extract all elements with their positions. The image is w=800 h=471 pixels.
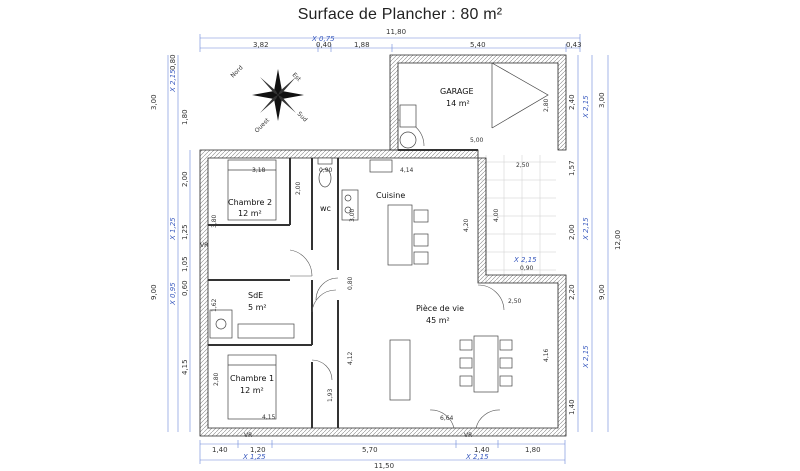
dim-right-g: 2,20 (568, 284, 576, 300)
vr-tag-bottom-1: VR (244, 432, 252, 439)
dim-bottom-5: 1,80 (525, 446, 541, 454)
dim-top-1: 3,82 (253, 41, 269, 49)
exterior-walls (199, 54, 567, 437)
dim-piece-w: 6,64 (440, 415, 454, 422)
dim-right-c: 1,57 (568, 160, 576, 176)
room-chambre2-area: 12 m² (238, 209, 262, 218)
dim-piece-h: 4,20 (463, 218, 470, 232)
dim-bottom-2: 1,20 (250, 446, 266, 454)
dim-terr-x: X 2,15 (513, 256, 537, 264)
dim-right-b: 2,40 (568, 94, 576, 110)
dim-kit: 4,14 (400, 167, 414, 174)
compass-ouest: Ouest (253, 116, 271, 134)
dim-top-2: 0,40 (316, 41, 332, 49)
dim-top-opening: X 0,75 (311, 35, 335, 43)
room-chambre1-area: 12 m² (240, 386, 264, 395)
top-dimensions (199, 34, 581, 52)
dim-bottom-window-1: X 1,25 (242, 453, 266, 461)
dim-right-k: X 2,15 (582, 345, 590, 369)
dim-left-g: 4,15 (181, 359, 189, 375)
dim-left-f: 9,00 (150, 284, 158, 300)
dim-top-3: 1,88 (354, 41, 370, 49)
dim-top-5: 0,43 (566, 41, 582, 49)
right-dimensions (577, 55, 609, 432)
dim-right-d: 12,00 (614, 230, 622, 250)
dim-left-a: 3,00 (150, 94, 158, 110)
dim-left-d: 1,25 (181, 224, 189, 240)
dim-garage-w: 5,00 (470, 137, 484, 144)
dim-ch1-w: 4,15 (262, 414, 276, 421)
compass-nord: Nord (229, 64, 244, 79)
room-piece-name: Pièce de vie (416, 303, 464, 313)
room-piece-area: 45 m² (426, 316, 450, 325)
interior-walls (208, 149, 478, 428)
room-sde-area: 5 m² (248, 303, 267, 312)
dim-ch2-w: 3,18 (252, 167, 266, 174)
dim-right-h: 1,40 (568, 399, 576, 415)
vr-tag-bottom-2: VR (464, 432, 472, 439)
room-cuisine-name: Cuisine (376, 191, 405, 200)
room-wc-name: wc (320, 204, 331, 213)
dim-right-j: X 2,15 (582, 217, 590, 241)
dim-bottom-1: 1,40 (212, 446, 228, 454)
dim-right-i: X 2,15 (582, 95, 590, 119)
dim-piece-r: 4,16 (543, 348, 550, 362)
dim-ch2-h: 3,80 (211, 214, 218, 228)
dim-left-b: 1,80 (181, 109, 189, 125)
dim-left-e: 1,05 (181, 256, 189, 272)
dim-top-total: 11,80 (386, 28, 406, 36)
bottom-dimensions (199, 440, 566, 464)
dim-ch1-h: 2,80 (213, 372, 220, 386)
room-sde-name: SdE (248, 291, 263, 300)
door-swings (289, 119, 505, 429)
dim-bottom-4: 1,40 (474, 446, 490, 454)
dim-left-m: X 0,95 (169, 282, 177, 306)
dim-right-a: 3,00 (598, 92, 606, 108)
dim-bottom-3: 5,70 (362, 446, 378, 454)
dim-hall2: 4,12 (347, 351, 354, 365)
left-dimensions (167, 55, 191, 432)
furniture (209, 62, 549, 420)
room-garage-name: GARAGE (440, 87, 474, 96)
room-chambre1-name: Chambre 1 (230, 374, 274, 383)
dim-terr-h: 4,00 (493, 208, 500, 222)
dim-right-e: 2,00 (568, 224, 576, 240)
dim-hall3: 1,93 (327, 388, 334, 402)
dim-bottom-total: 11,50 (374, 462, 394, 470)
dim-left-k: X 2,15 (169, 69, 177, 93)
dim-left-n: 0,60 (181, 280, 189, 296)
dim-left-h: 0,80 (169, 54, 177, 70)
dim-left-c: 2,00 (181, 171, 189, 187)
dim-terr-b: 2,50 (508, 298, 522, 305)
vr-tag-left: VR (200, 242, 208, 249)
page-title: Surface de Plancher : 80 m² (297, 6, 503, 23)
compass-est: Est (291, 71, 303, 83)
compass-sud: Sud (296, 110, 309, 123)
room-garage-area: 14 m² (446, 99, 470, 108)
dim-left-l: X 1,25 (169, 217, 177, 241)
terrace-tiles (480, 155, 556, 283)
dim-top-4: 5,40 (470, 41, 486, 49)
dim-bottom-window-2: X 2,15 (465, 453, 489, 461)
dim-wc-w: 0,90 (319, 167, 333, 174)
dim-wc-h: 3,00 (349, 208, 356, 222)
compass-rose (252, 69, 304, 121)
dim-garage-h: 2,80 (543, 98, 550, 112)
dim-ch2-d: 2,00 (295, 181, 302, 195)
dim-right-f: 9,00 (598, 284, 606, 300)
dim-sde-h: 1,62 (211, 298, 218, 312)
room-chambre2-name: Chambre 2 (228, 198, 272, 207)
dim-terr-d: 0,90 (520, 265, 534, 272)
dim-hall: 0,80 (347, 276, 354, 290)
dim-terr-w: 2,50 (516, 162, 530, 169)
